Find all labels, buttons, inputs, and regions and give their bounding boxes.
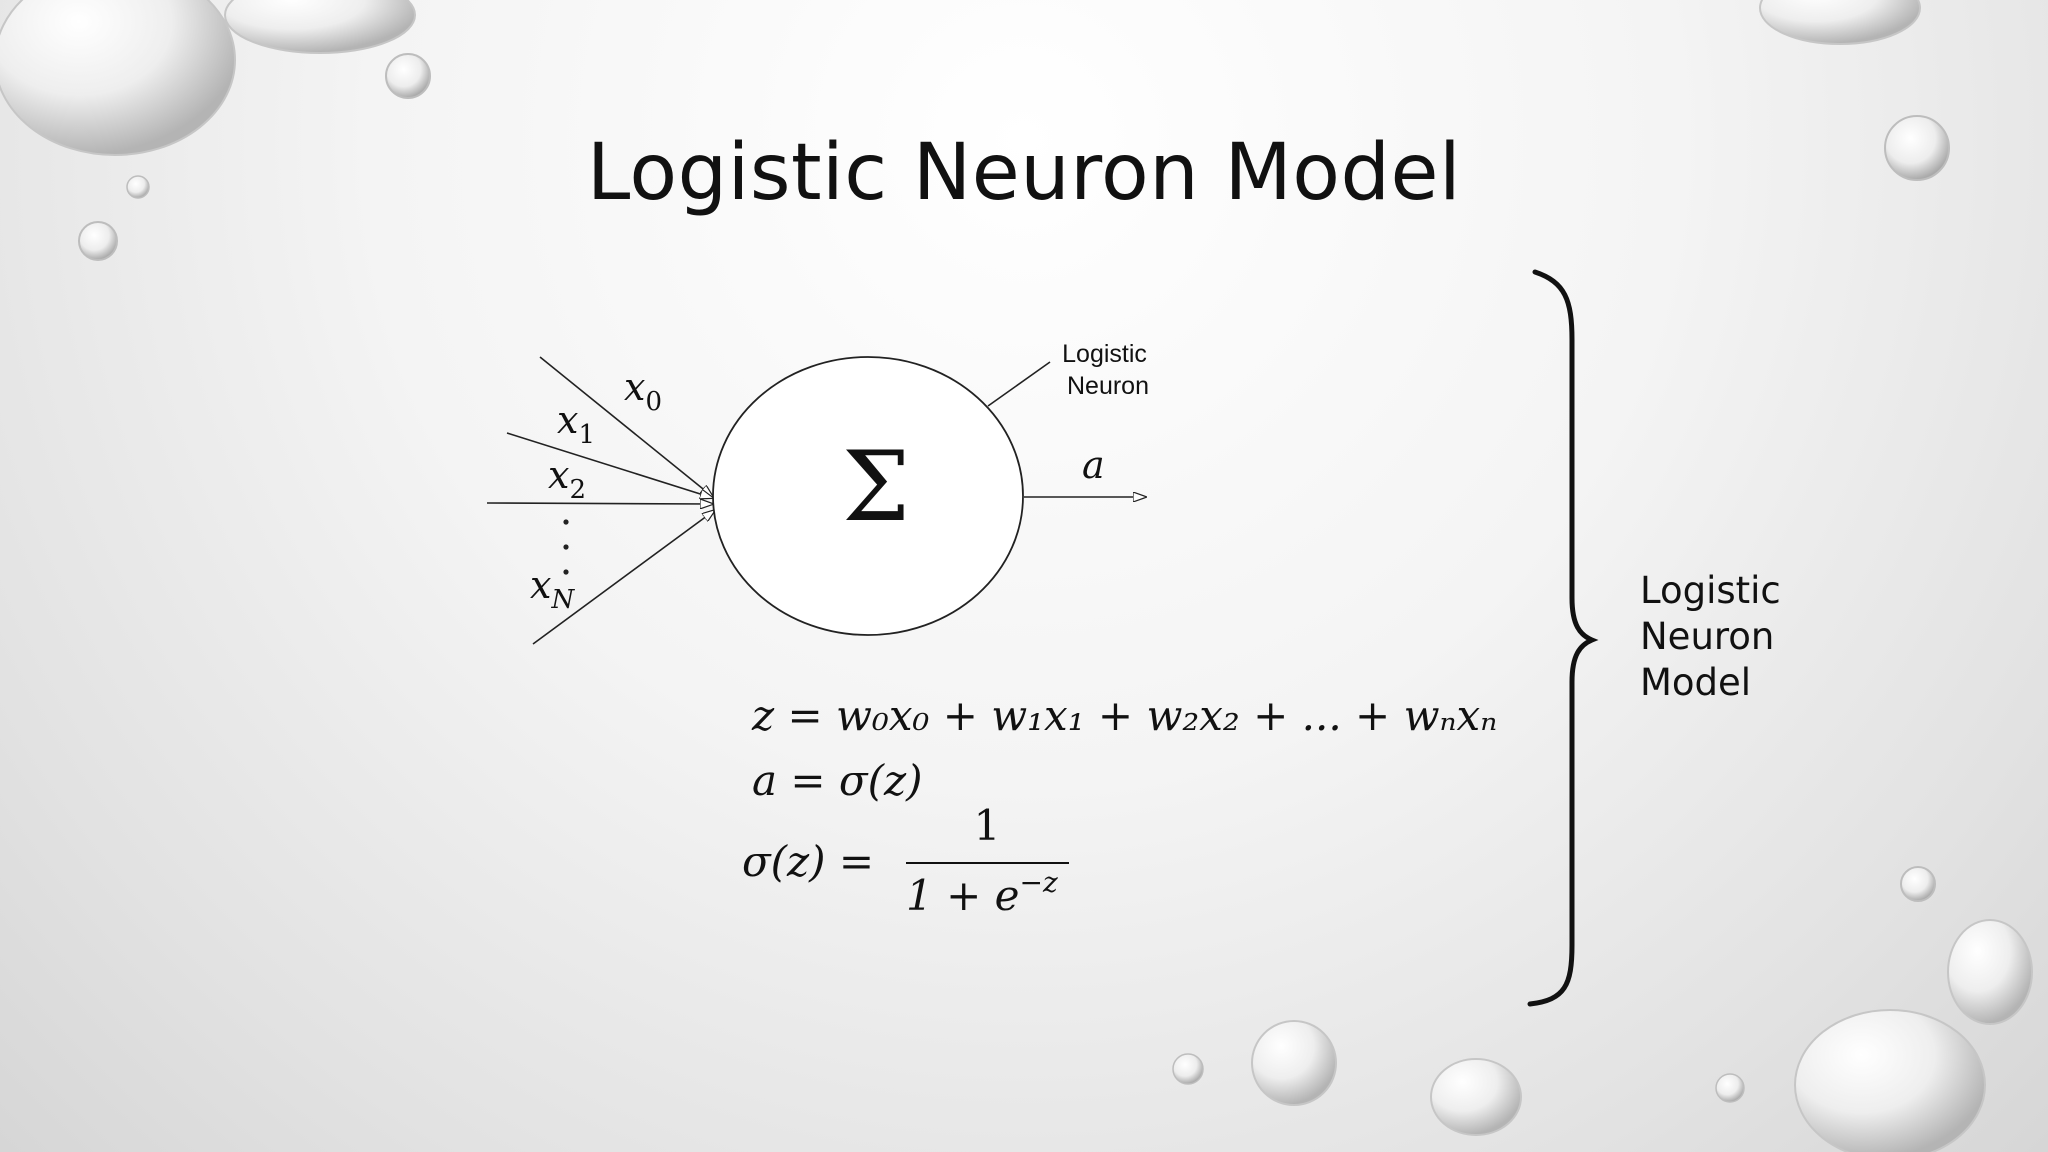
neuron-circle [712, 356, 1024, 636]
input-label-xN: xN [530, 563, 575, 615]
equation-sigma-denominator: 1 + e−z [906, 866, 1058, 920]
water-drop [1430, 1058, 1522, 1136]
water-drop [224, 0, 416, 54]
input-arrow-xN [532, 510, 715, 645]
summation-symbol: Σ [842, 431, 910, 543]
equation-a: a = σ(z) [752, 756, 923, 805]
equation-sigma-lhs: σ(z) = [742, 837, 874, 886]
water-drop [385, 53, 431, 99]
right-brace [1527, 269, 1599, 1007]
brace-label-line: Model [1640, 661, 1752, 704]
callout-label: Logistic Neuron [1062, 340, 1154, 400]
water-drop [1759, 0, 1921, 45]
input-arrows [486, 356, 715, 645]
input-arrow-x0 [539, 356, 713, 497]
water-drop [1947, 919, 2033, 1025]
equations: z = w₀x₀ + w₁x₁ + w₂x₂ + ... + wₙxₙ a = … [742, 691, 1497, 920]
water-drop [1715, 1073, 1745, 1103]
equation-z: z = w₀x₀ + w₁x₁ + w₂x₂ + ... + wₙxₙ [751, 691, 1497, 740]
water-drop [78, 221, 118, 261]
output-label: a [1082, 443, 1105, 487]
slide-title: Logistic Neuron Model [586, 128, 1462, 218]
water-drop [1172, 1053, 1204, 1085]
water-drop [0, 0, 236, 156]
brace-label-line: Logistic [1640, 569, 1781, 612]
water-drop [1884, 115, 1950, 181]
water-drop [1251, 1020, 1337, 1106]
callout-line [987, 361, 1051, 407]
input-arrow-x2 [486, 503, 713, 504]
vertical-ellipsis [563, 519, 569, 575]
input-label-x2: x2 [548, 453, 586, 505]
input-arrow-x1 [506, 432, 713, 498]
water-drop [1794, 1009, 1986, 1152]
water-drop [126, 175, 150, 199]
equation-sigma-numerator: 1 [974, 801, 1001, 850]
input-label-x1: x1 [557, 398, 595, 450]
water-drop [1900, 866, 1936, 902]
brace-label: Logistic Neuron Model [1640, 568, 1781, 706]
brace-label-line: Neuron [1640, 615, 1775, 658]
input-label-x0: x0 [624, 365, 662, 417]
